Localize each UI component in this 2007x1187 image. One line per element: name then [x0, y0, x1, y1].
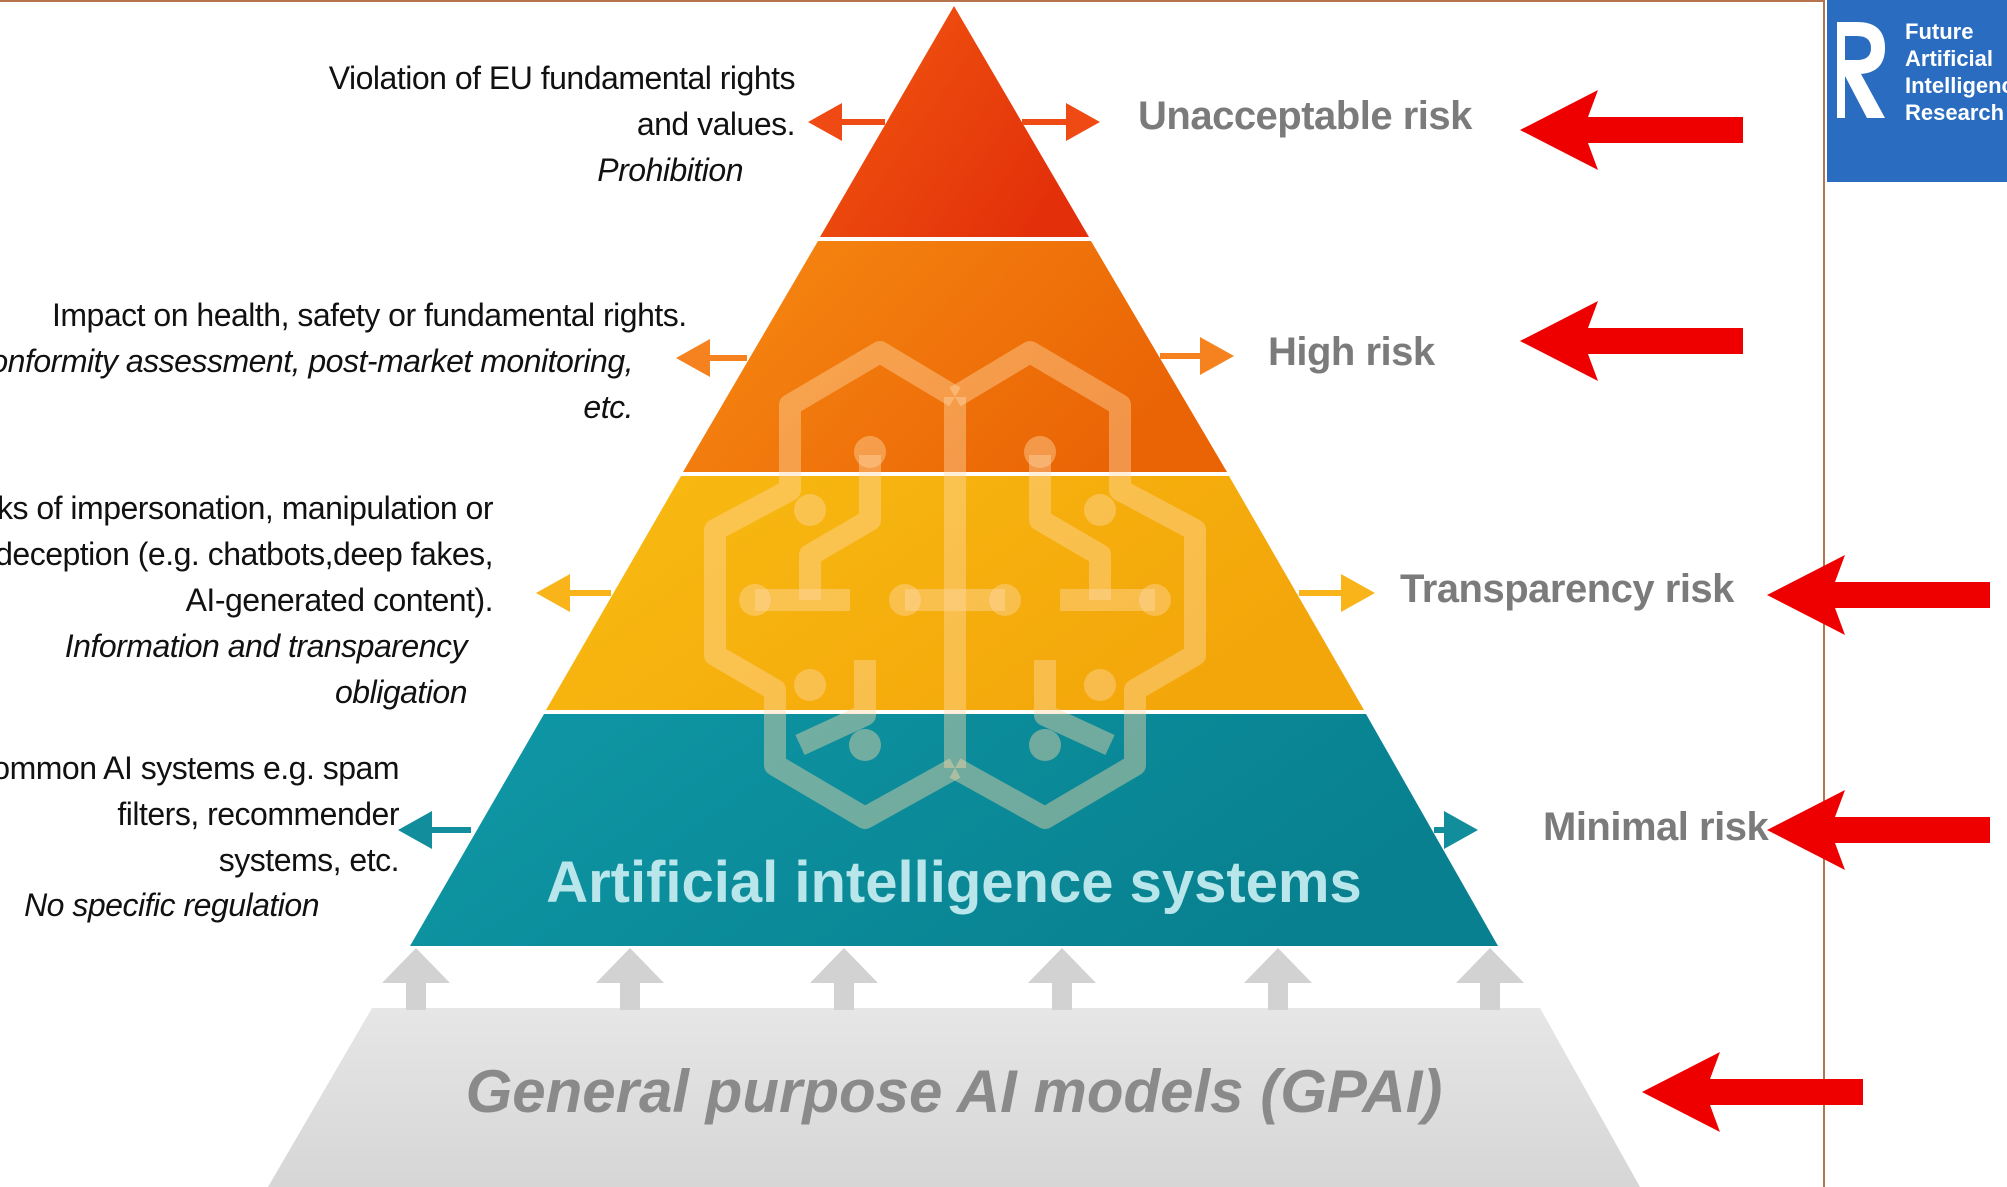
- tier-high: [683, 241, 1227, 472]
- left-arrow-minimal-icon: [398, 811, 471, 849]
- tier-description-transparency: Risks of impersonation, manipulation or …: [0, 490, 493, 618]
- tier-unacceptable: [820, 6, 1089, 237]
- right-arrow-transparency-icon: [1299, 574, 1375, 612]
- red-pointer-arrow-unacceptable-icon: [1520, 90, 1743, 170]
- left-arrow-unacceptable-icon: [808, 103, 885, 141]
- risk-label-unacceptable: Unacceptable risk: [1138, 94, 1472, 138]
- tier-description-unacceptable: Violation of EU fundamental rights and v…: [328, 60, 796, 142]
- top-divider-line: [0, 0, 1825, 2]
- left-arrow-transparency-icon: [536, 574, 611, 612]
- gpai-label: General purpose AI models (GPAI): [466, 1058, 1443, 1125]
- risk-label-minimal: Minimal risk: [1543, 805, 1769, 849]
- tier-obligation-unacceptable: Prohibition: [597, 152, 743, 188]
- tier-obligation-high: Conformity assessment, post-market monit…: [0, 343, 634, 425]
- red-pointer-arrow-gpai-icon: [1642, 1052, 1863, 1132]
- tier-description-minimal: Common AI systems e.g. spam filters, rec…: [0, 750, 400, 878]
- tier-description-high: Impact on health, safety or fundamental …: [52, 297, 687, 333]
- right-arrow-unacceptable-icon: [1022, 103, 1100, 141]
- pyramid-base-label: Artificial intelligence systems: [546, 850, 1362, 915]
- right-arrow-high-icon: [1160, 337, 1234, 375]
- red-pointer-arrows: [1520, 90, 1990, 1132]
- future-ai-research-logo: Future Artificial Intelligence Research: [1827, 0, 2007, 182]
- risk-label-high: High risk: [1268, 330, 1435, 374]
- left-arrow-high-icon: [676, 339, 747, 377]
- gpai-support-arrows: [382, 948, 1524, 1010]
- tier-obligation-transparency: Information and transparency obligation: [64, 628, 468, 710]
- red-pointer-arrow-transparency-icon: [1767, 555, 1990, 635]
- red-pointer-arrow-minimal-icon: [1767, 790, 1990, 870]
- logo-r-mark-icon: [1837, 22, 1885, 118]
- risk-label-transparency: Transparency risk: [1400, 567, 1734, 611]
- tier-minimal: [410, 714, 1498, 946]
- tier-obligation-minimal: No specific regulation: [24, 887, 319, 923]
- right-arrow-minimal-icon: [1434, 811, 1478, 849]
- logo-text: Future Artificial Intelligence Research: [1905, 19, 2007, 125]
- brain-circuit-nodes: [739, 436, 1171, 761]
- gpai-band: [268, 1008, 1640, 1187]
- red-pointer-arrow-high-icon: [1520, 301, 1743, 381]
- brain-circuit-watermark: [704, 341, 1206, 829]
- tier-transparency: [546, 476, 1364, 710]
- tier-connector-arrows: [398, 103, 1478, 849]
